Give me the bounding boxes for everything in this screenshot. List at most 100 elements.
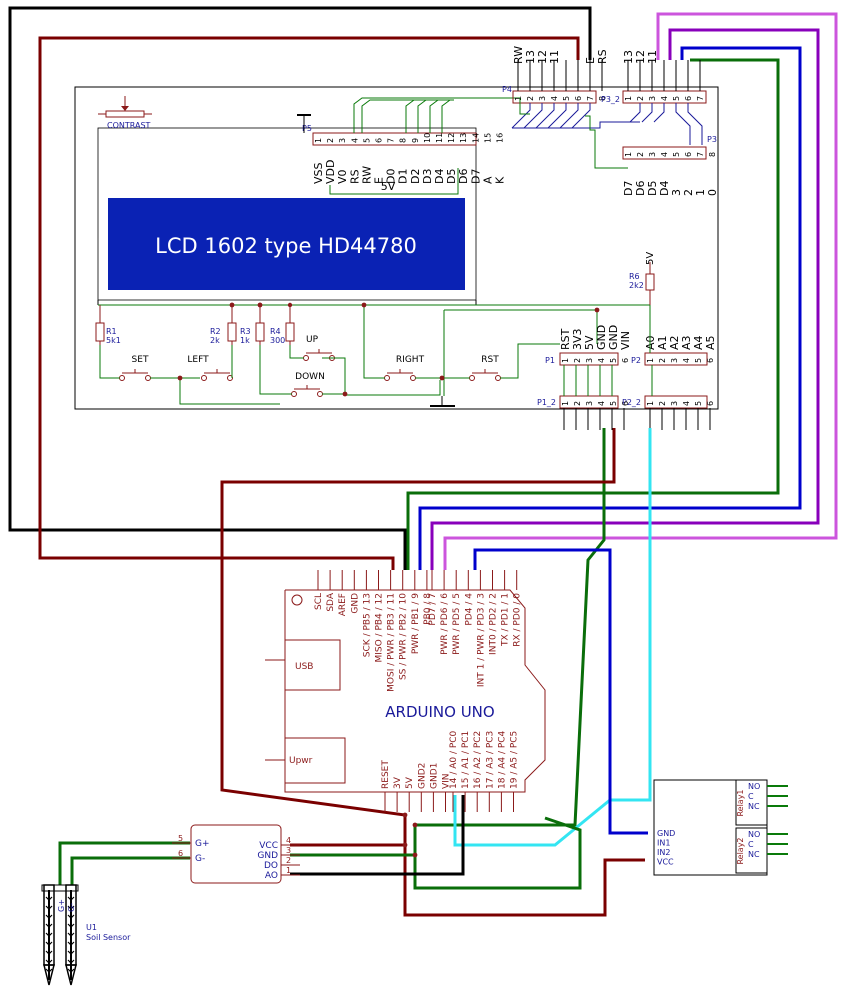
p3-signal-0: 0 [706,189,719,196]
p3-pin-2: 2 [636,152,645,157]
p1-pin-4: 4 [597,358,606,363]
module-pin-number: 5 [178,834,183,843]
wire-d7-purple-light [443,12,838,570]
module-pin-number: 2 [286,856,291,865]
p5-pin-11: 11 [435,133,444,143]
probe-tick [45,896,53,901]
p3-2-signal-12: 12 [634,50,647,64]
p3-label: P3 [707,135,717,144]
arduino-pin-label: 3V [393,776,403,789]
p3-2-pin-3: 3 [648,96,657,101]
p5-signal-rs: RS [348,169,361,184]
r1-body [95,322,105,342]
junction-dot [229,302,235,308]
p1-2-pin-2: 2 [573,401,582,406]
probe-tick [67,896,75,901]
wire-probe-gminus-green [70,856,190,885]
lcd-label: LCD 1602 type HD44780 [155,234,417,258]
wire-relay-gnd-green [413,816,582,890]
p1-signal-vin: VIN [619,331,632,350]
p5-signal-d1: D1 [397,169,410,184]
junction-dot [177,375,183,381]
button-set-label: SET [132,355,149,365]
p1-pin-6: 6 [621,358,630,363]
p4-signal-12: 12 [536,50,549,64]
p4-signal-13: 13 [524,50,537,64]
r1-value: 5k1 [106,336,121,345]
p5-pin-7: 7 [387,138,396,143]
wire-sensor-ao-black [290,795,465,876]
p2-2-pin-6: 6 [706,401,715,406]
upwr-label: Upwr [289,756,313,766]
p3-2-pin-7: 7 [696,96,705,101]
probe-tick [45,968,53,973]
probe-tick [67,941,75,946]
p5-pin-12: 12 [447,133,456,143]
relay1-contact-nc: NC [748,802,760,811]
p1-2-pin-4: 4 [597,401,606,406]
r1-label: R1 [106,327,117,336]
arduino-pin-label: AREF [338,593,348,616]
p4-pin-8: 8 [598,96,607,101]
arduino-pin-label: TX / PD1 / 1 [501,593,511,647]
arduino-pin-label: PB0 / 8 [423,593,433,625]
junction-dots [177,302,600,858]
relay1-contact-no: NO [748,782,760,791]
relay2-contact-nc: NC [748,850,760,859]
probe-tick [45,959,53,964]
p2-signal-a1: A1 [656,335,669,350]
p5-signal-d7: D7 [469,169,482,184]
junction-dot [412,822,418,828]
arduino-pin-label: RESET [381,760,391,789]
p2-signal-a4: A4 [692,335,705,350]
p2-2-label: P2_2 [622,398,641,407]
button-wiring [99,305,598,407]
p4-pin-5: 5 [562,96,571,101]
p4-pin-1: 1 [514,96,523,101]
module-pin-number: 3 [286,846,291,855]
wires [8,6,838,917]
junction-dot [257,302,263,308]
p5-signal-d3: D3 [421,169,434,184]
button-down-label: DOWN [295,372,325,382]
module-pin-g+: G+ [195,839,210,849]
p5-pin-15: 15 [483,133,492,143]
button-rst-contact [495,375,501,381]
p1-label: P1 [545,356,555,365]
p3-2-pin-5: 5 [672,96,681,101]
button-rst-contact [469,375,475,381]
button-up-contact [303,355,309,361]
p5-pin-16: 16 [496,133,505,143]
probe-tick [45,950,53,955]
arduino-pin-label: 5V [405,776,415,789]
p3-pin-8: 8 [708,152,717,157]
r4-value: 300 [270,336,285,345]
probe-gplus: G+ [57,899,66,912]
p5-pin-14: 14 [471,133,480,143]
soil-probe: U1 Soil Sensor G+ G- [41,884,131,986]
junction-dot [361,302,367,308]
probe-tick [67,905,75,910]
p5-label: P5 [302,124,312,133]
p5-pin-9: 9 [411,138,420,143]
p5-signal-vss: VSS [312,162,325,184]
p5-signal-k: K [494,176,507,184]
r6-supply-label: 5V [645,252,656,265]
p5-signal-d2: D2 [409,169,422,184]
button-right-contact [410,375,416,381]
p3-pin-3: 3 [648,152,657,157]
p2-pin-2: 2 [658,358,667,363]
p2-signal-a5: A5 [704,335,717,350]
shield-outline [74,86,719,410]
junction-dot [594,307,600,313]
arduino-pin-label: PD7 / 7 [428,593,438,626]
module-pin-do: DO [264,861,278,871]
arduino-pin-label: RX / PD0 / 0 [513,593,523,647]
module-pin-vcc: VCC [259,841,278,851]
p1-2-pin-6: 6 [621,401,630,406]
probe-tick [67,932,75,937]
five-volt-label-lcd: 5V [381,180,396,193]
relay-pin-in1: IN1 [657,839,670,848]
